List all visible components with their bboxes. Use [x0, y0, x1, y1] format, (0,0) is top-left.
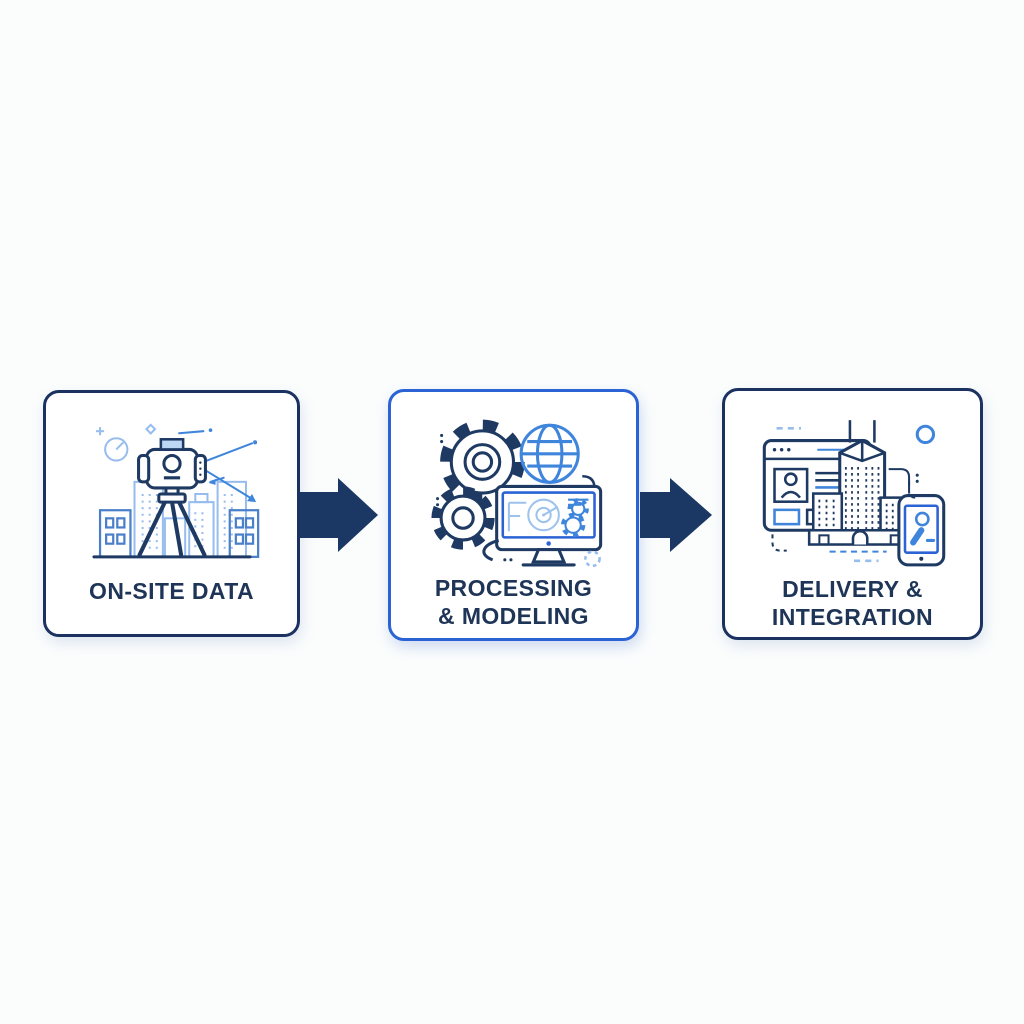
cad-drawing — [507, 498, 560, 532]
step-card-processing-modeling: PROCESSING & MODELING — [388, 389, 639, 641]
gear-large — [439, 419, 525, 505]
step-label-processing-modeling: PROCESSING & MODELING — [434, 575, 593, 630]
gear-small — [430, 486, 495, 550]
arrow-right-1 — [300, 478, 378, 552]
gears-globe-monitor-icon — [417, 406, 611, 574]
step-label-delivery-integration: DELIVERY & INTEGRATION — [771, 576, 934, 631]
step-card-on-site-data: ON-SITE DATA — [43, 390, 300, 637]
sparkle-dots — [435, 433, 512, 562]
arrow-shaft — [640, 492, 672, 538]
skyscraper — [807, 420, 912, 553]
step-label-on-site-data: ON-SITE DATA — [89, 578, 254, 604]
globe-icon — [519, 423, 580, 484]
dashed-ring — [583, 550, 601, 568]
decorations — [770, 424, 935, 563]
buildings-browser-phone-icon — [754, 407, 952, 575]
step-card-delivery-integration: DELIVERY & INTEGRATION — [722, 388, 983, 640]
arrow-right-2 — [640, 478, 712, 552]
scan-beams — [177, 428, 257, 503]
laser-scanner-survey-icon — [75, 409, 269, 577]
arrow-head-icon — [670, 478, 712, 552]
arrow-head-icon — [338, 478, 378, 552]
arrow-shaft — [300, 492, 340, 538]
smartphone — [896, 494, 945, 567]
tripod-scanner — [136, 438, 207, 557]
